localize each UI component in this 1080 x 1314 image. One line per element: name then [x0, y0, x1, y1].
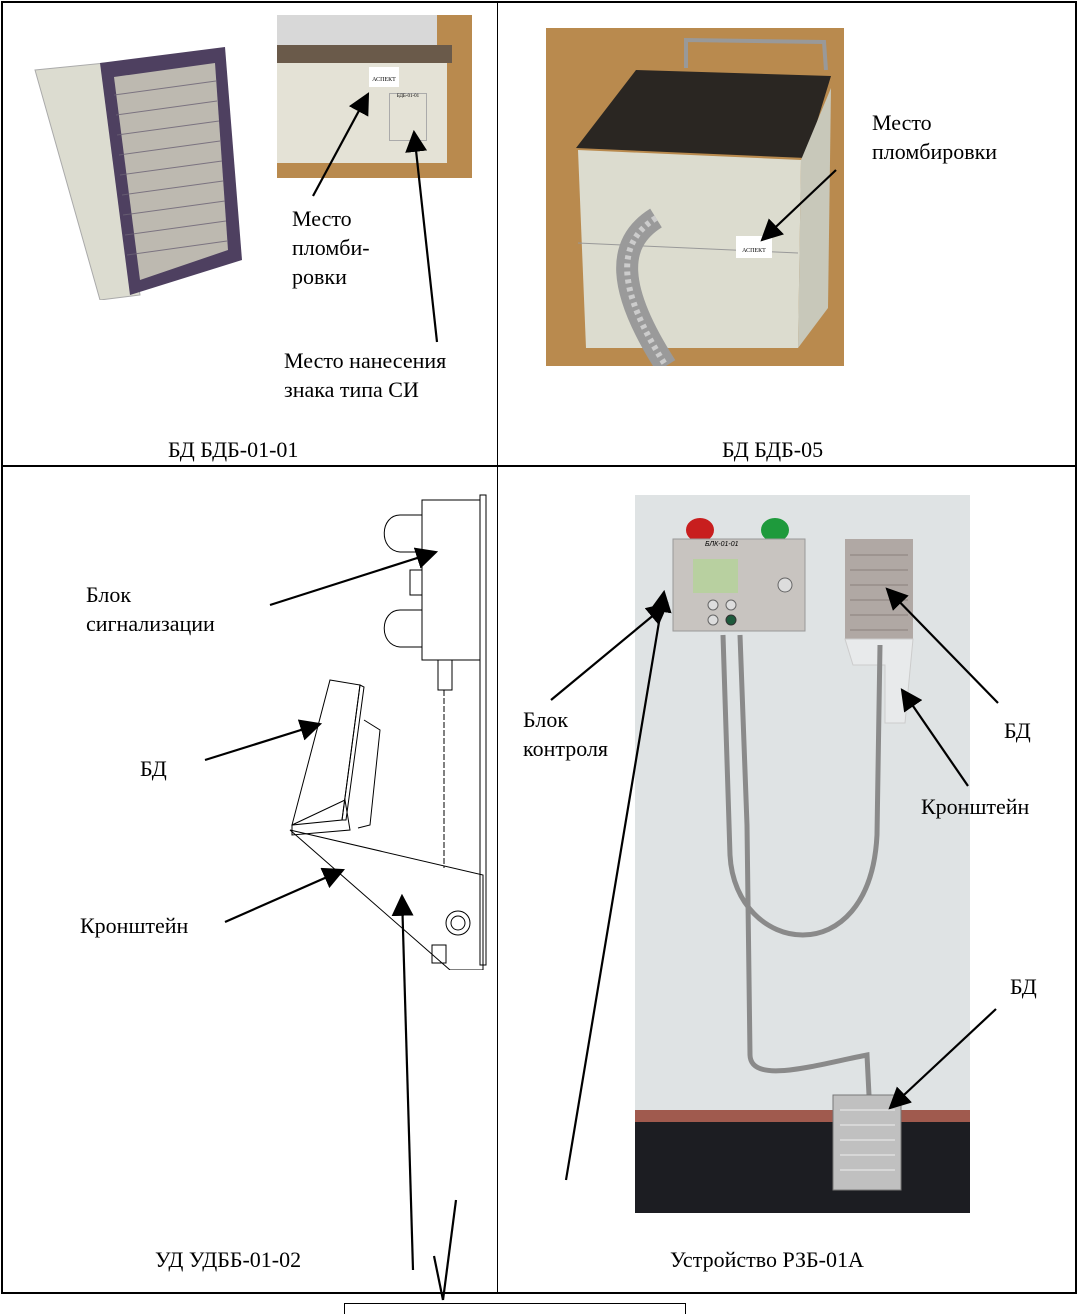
photo-rzb-01a: БЛК-01-01 — [635, 495, 970, 1213]
label-bracket: Кронштейн — [80, 913, 189, 938]
photo-bdb-01-01-front — [30, 25, 250, 300]
label-bracket: Кронштейн — [921, 794, 1030, 819]
bottom-callout-box — [344, 1303, 686, 1314]
label-control-unit: Блок контроля — [523, 707, 609, 761]
drawing-udbb-01-02 — [289, 494, 487, 970]
seal-sticker: АСПЕКТ — [369, 67, 399, 87]
seal-sticker: АСПЕКТ — [742, 248, 766, 254]
label-alarm-unit: Блок сигнализации — [86, 582, 215, 636]
row-divider — [1, 465, 1077, 467]
label-type-mark-place: Место нанесения знака типа СИ — [284, 348, 447, 402]
caption-udbb-01-02: УД УДББ-01-02 — [155, 1247, 302, 1272]
panel-label: БЛК-01-01 — [705, 541, 739, 548]
label-detector-bottom: БД — [1010, 974, 1037, 999]
caption-rzb-01a: Устройство РЗБ-01А — [670, 1247, 864, 1272]
label-seal-place: Место пломби- ровки — [292, 206, 370, 289]
label-detector-top: БД — [1004, 718, 1031, 743]
column-divider — [497, 1, 498, 1294]
caption-bdb-01-01: БД БДБ-01-01 — [168, 437, 299, 462]
caption-bdb-05: БД БДБ-05 — [722, 437, 824, 462]
photo-bdb-05: АСПЕКТ — [546, 28, 844, 366]
type-plate: БДБ-01-01 — [389, 93, 427, 141]
photo-bdb-01-01-side: АСПЕКТ БДБ-01-01 — [277, 15, 472, 178]
label-seal-place: Место пломбировки — [872, 110, 998, 164]
label-detector: БД — [140, 756, 167, 781]
